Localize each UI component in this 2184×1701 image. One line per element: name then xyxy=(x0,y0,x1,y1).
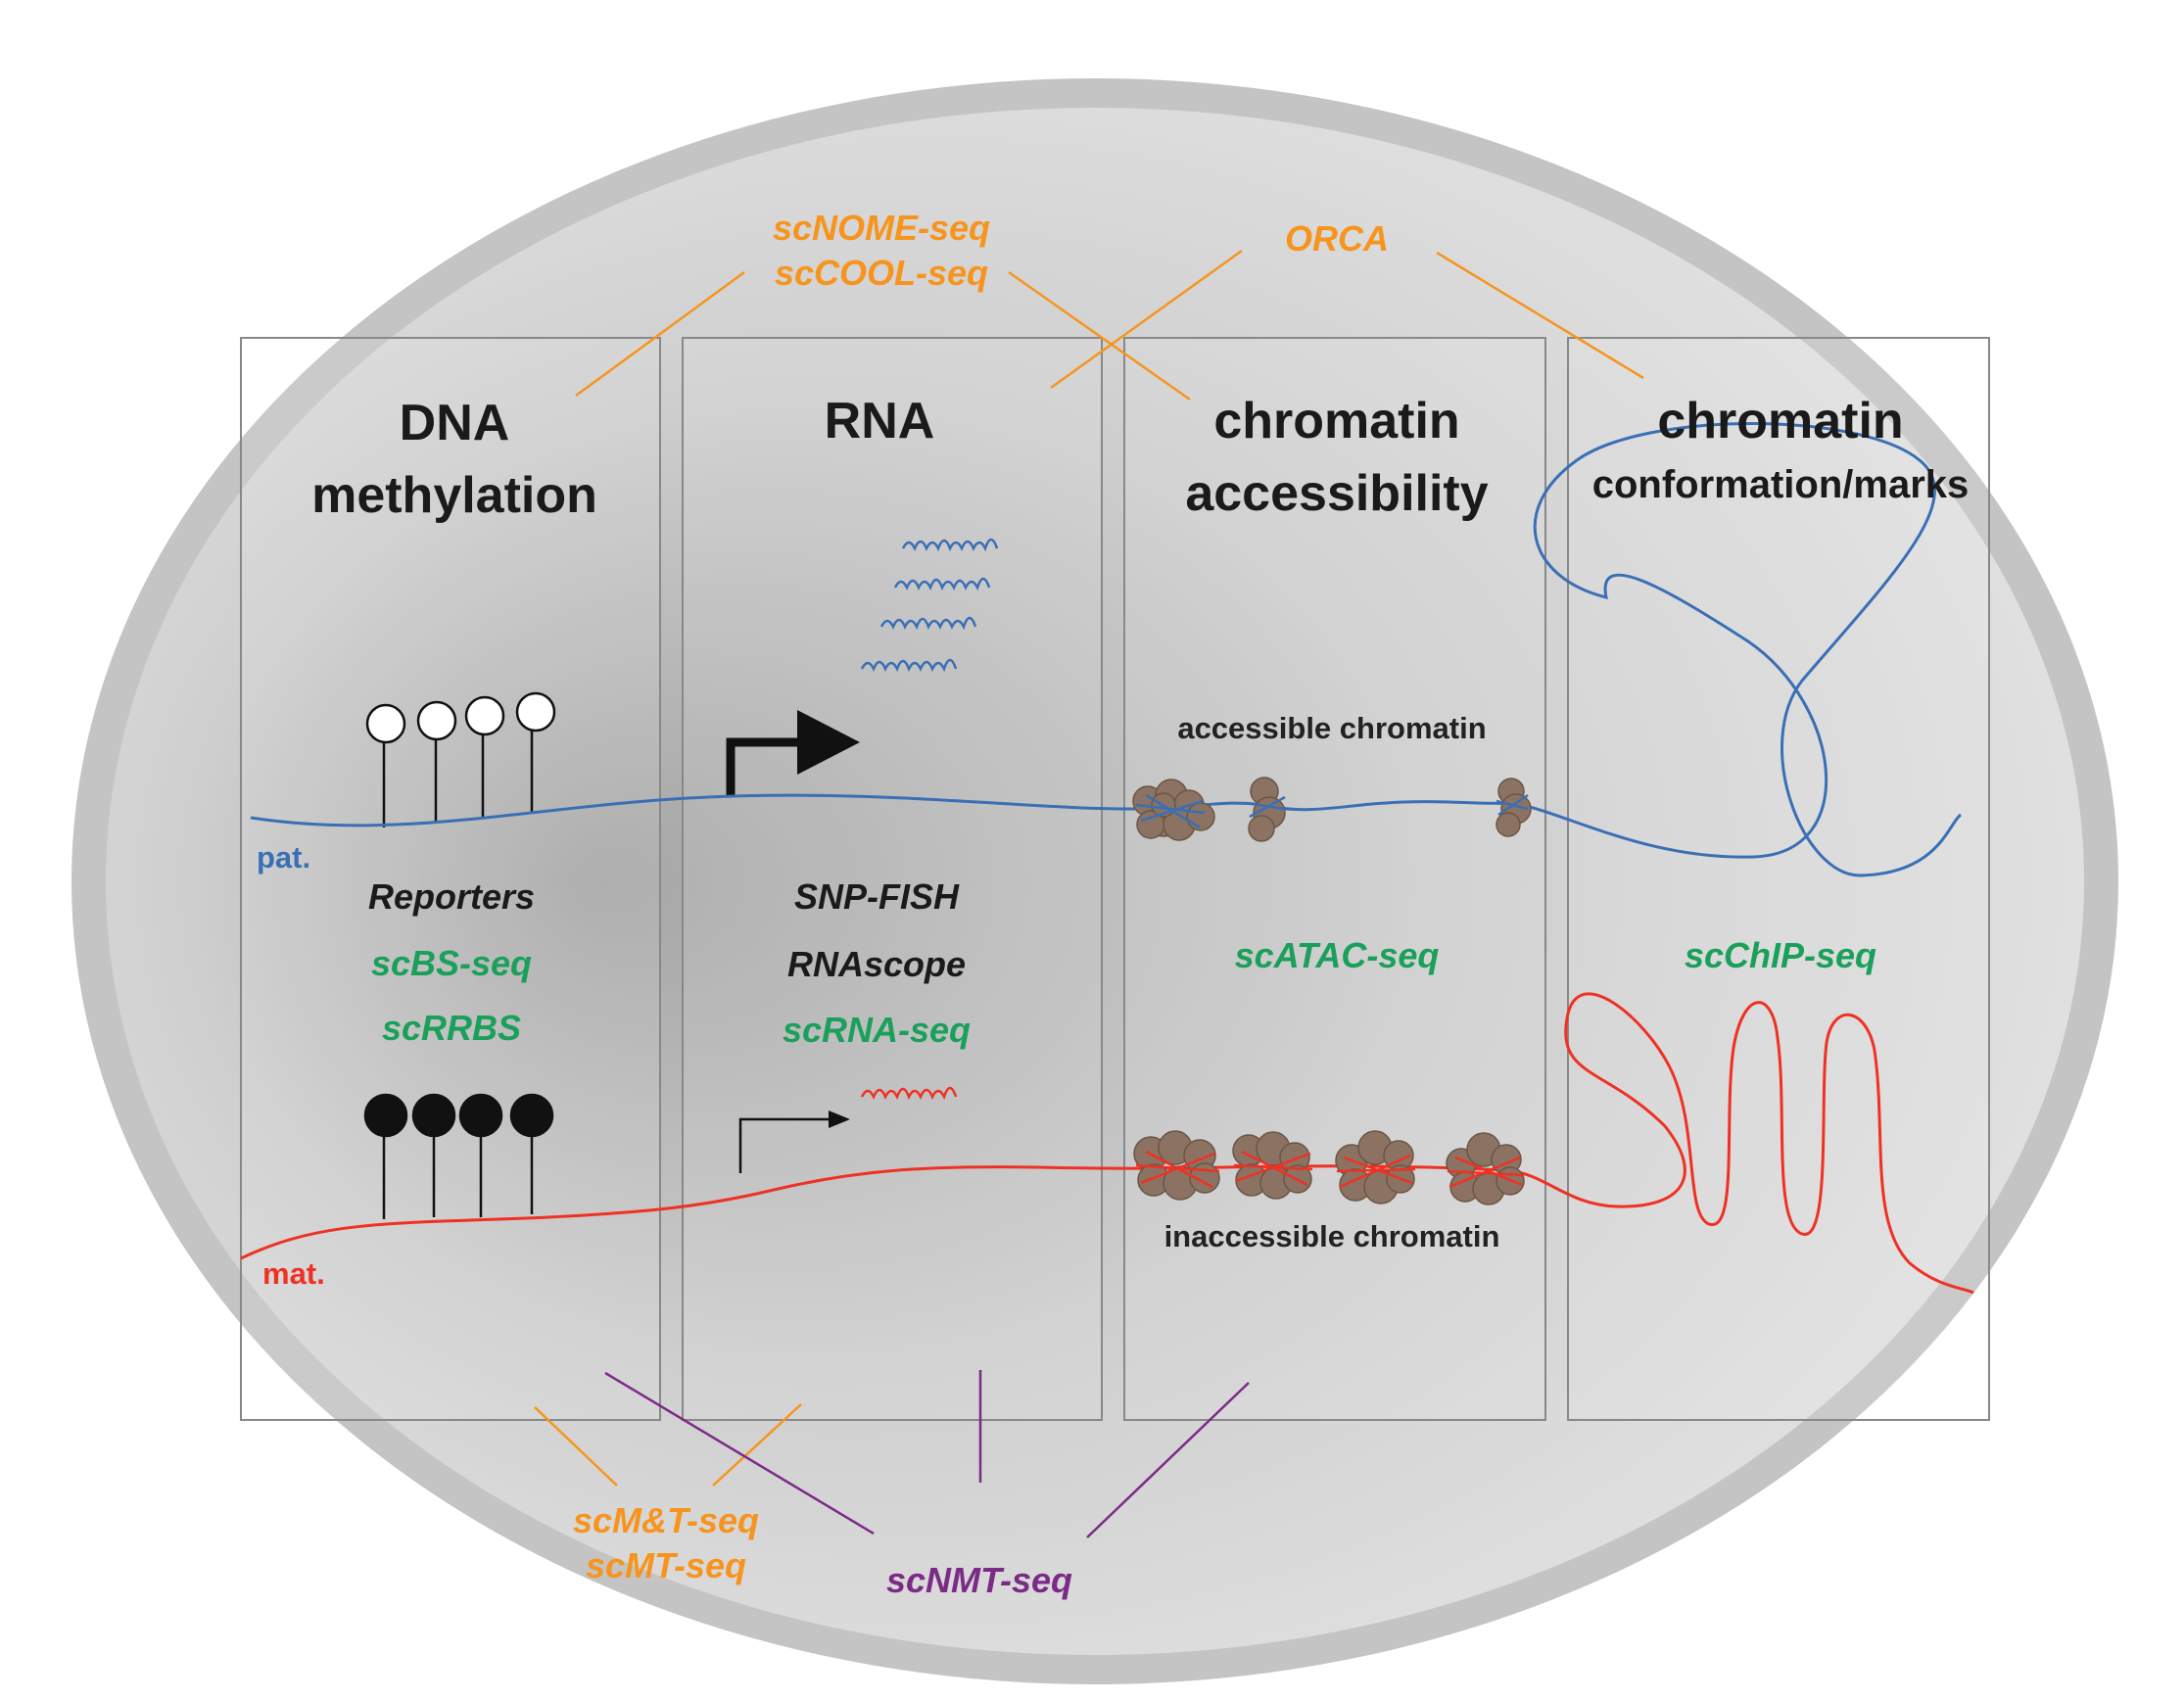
method-scbs-seq: scBS-seq xyxy=(370,943,533,983)
unmethylated-cpg-sites xyxy=(365,691,556,827)
paternal-transcripts xyxy=(860,538,999,673)
chromatin-conformation-title-line1: chromatin xyxy=(1657,393,1904,449)
paternal-dna-wrap xyxy=(1135,793,1529,829)
connector-scnmt-to-dna xyxy=(604,1371,875,1536)
method-rnascope: RNAscope xyxy=(786,944,967,984)
connector-orca-to-conformation xyxy=(1436,251,1644,380)
maternal-chromosome xyxy=(240,992,1974,1295)
chromatin-conformation-title-line2: conformation/marks xyxy=(1591,463,1970,506)
accessible-chromatin-label: accessible chromatin xyxy=(1177,711,1487,745)
maternal-promoter-arrow xyxy=(738,1110,850,1173)
maternal-transcript xyxy=(860,1086,958,1101)
dna-methylation-title-line2: methylation xyxy=(311,467,597,524)
method-scmt-seq: scMT-seq xyxy=(585,1545,747,1585)
connector-orca-to-rna xyxy=(1050,249,1243,390)
inaccessible-nucleosomes xyxy=(1133,1130,1525,1205)
paternal-promoter-arrow xyxy=(726,710,860,795)
paternal-chromosome xyxy=(250,422,1962,877)
maternal-allele-label: mat. xyxy=(262,1256,325,1291)
connector-scnome-to-dna xyxy=(575,270,745,398)
method-scrrbs: scRRBS xyxy=(381,1008,522,1048)
panel-rna xyxy=(682,337,1103,1421)
chromatin-accessibility-title-line1: chromatin xyxy=(1213,393,1460,449)
panel-chromatin-accessibility xyxy=(1123,337,1546,1421)
connector-scnmt-to-chromatin xyxy=(1086,1382,1250,1538)
method-scrna-seq: scRNA-seq xyxy=(782,1010,972,1050)
inaccessible-chromatin-label: inaccessible chromatin xyxy=(1163,1219,1500,1253)
method-scnome-seq: scNOME-seq xyxy=(772,208,991,248)
paternal-allele-label: pat. xyxy=(257,840,311,874)
method-scatac-seq: scATAC-seq xyxy=(1234,935,1440,975)
method-scmandt-seq: scM&T-seq xyxy=(572,1500,760,1540)
method-snp-fish: SNP-FISH xyxy=(793,876,959,917)
panel-dna-methylation xyxy=(240,337,661,1421)
rna-title: RNA xyxy=(824,393,935,449)
maternal-dna-wrap xyxy=(1135,1150,1525,1189)
method-scchip-seq: scChIP-seq xyxy=(1684,935,1877,975)
dna-methylation-title-line1: DNA xyxy=(399,395,510,451)
methylated-cpg-sites xyxy=(363,1093,554,1219)
method-reporters: Reporters xyxy=(367,876,536,917)
connector-scmt-to-dna xyxy=(534,1406,618,1487)
connector-scmt-to-rna xyxy=(712,1403,802,1487)
chromatin-accessibility-title-line2: accessibility xyxy=(1185,465,1489,522)
method-scnmt-seq: scNMT-seq xyxy=(885,1560,1073,1600)
connector-scnome-to-chromatin xyxy=(1008,270,1191,402)
cell-body xyxy=(106,108,2084,1655)
method-sccool-seq: scCOOL-seq xyxy=(774,253,989,293)
panel-chromatin-conformation xyxy=(1567,337,1990,1421)
method-orca: ORCA xyxy=(1285,218,1389,259)
